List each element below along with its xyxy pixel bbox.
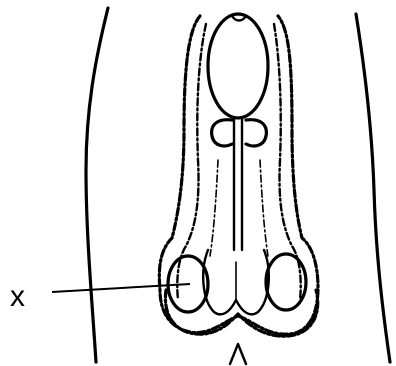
- inner-line-right: [260, 160, 268, 256]
- top-notch: [232, 16, 246, 21]
- upper-oval: [208, 14, 268, 118]
- bilobed-structure: [212, 120, 267, 146]
- label-x: x: [10, 280, 25, 313]
- bottom-v-mark: [230, 344, 246, 364]
- inner-line-left: [210, 160, 218, 256]
- central-canal: [234, 118, 242, 250]
- body-outline-left: [86, 8, 108, 362]
- body-outline-right: [356, 14, 390, 362]
- outer-envelope: [159, 16, 318, 334]
